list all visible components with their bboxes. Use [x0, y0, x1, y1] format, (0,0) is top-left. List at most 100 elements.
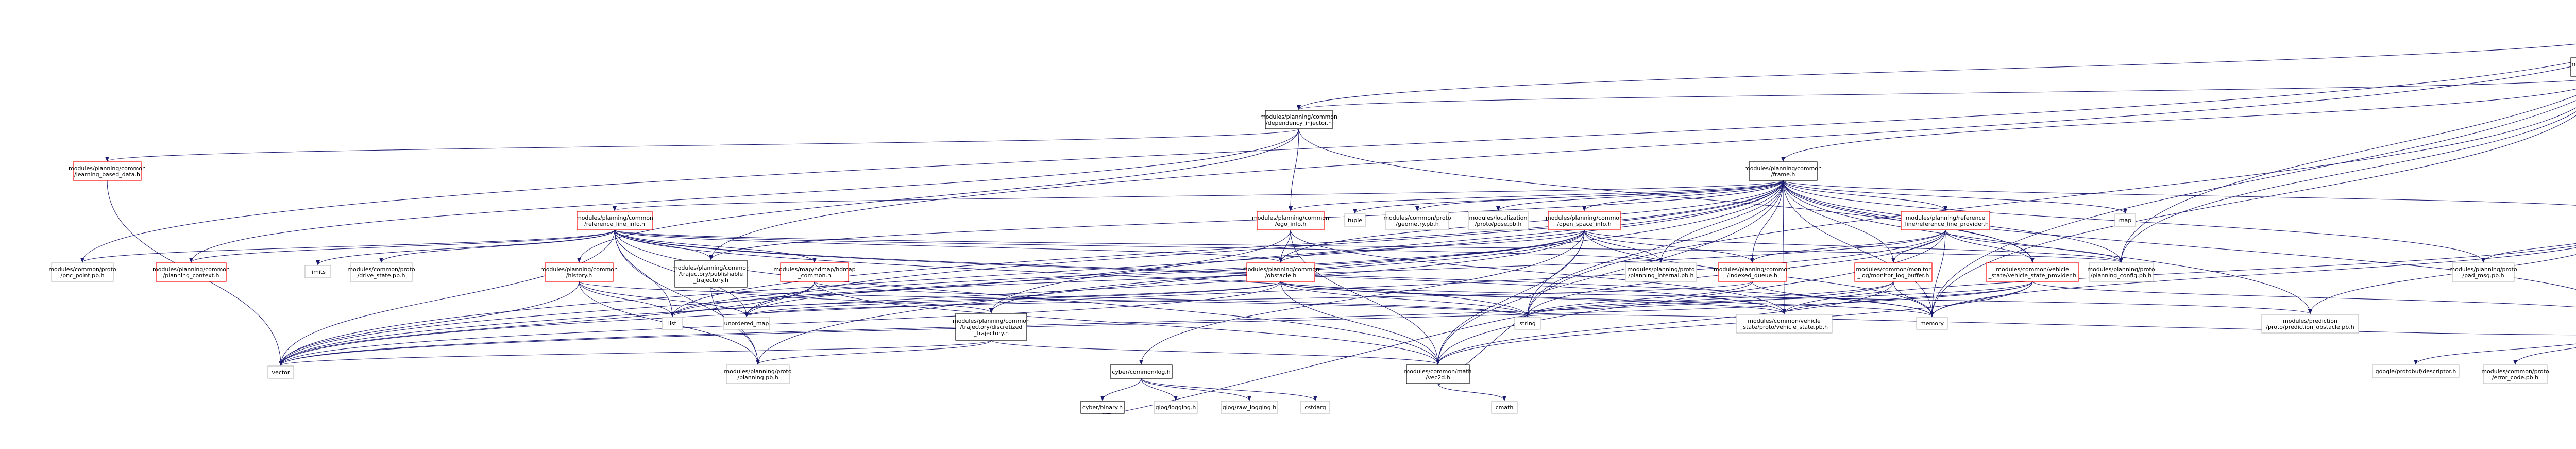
edge-n1-to-n2	[1297, 80, 2576, 110]
node-modules-planning-common-obstacle-h[interactable]: modules/planning/common/obstacle.h	[1242, 262, 1319, 282]
edge-n13-to-n33	[1782, 245, 2576, 314]
node-modules-planning-reference-line-reference-line-provider-h[interactable]: modules/planning/reference_line/referenc…	[1901, 211, 1990, 230]
node-label-line: /planning.pb.h	[737, 374, 778, 381]
edge-n4-to-n31	[989, 180, 1784, 313]
node-google-protobuf-descriptor-h[interactable]: google/protobuf/descriptor.h	[2372, 364, 2460, 378]
node-label-line: modules/planning/common	[69, 165, 146, 172]
node-tuple[interactable]: tuple	[1344, 213, 1366, 227]
node-modules-common-proto-geometry-pb-h[interactable]: modules/common/proto/geometry.pb.h	[1383, 211, 1451, 230]
node-box	[1080, 401, 1125, 414]
node-label: tuple	[1348, 217, 1362, 224]
node-box	[1406, 364, 1470, 384]
edge-n41-to-n32	[1102, 311, 1530, 414]
edge-n4-to-n23	[1750, 180, 1784, 263]
node-modules-planning-common-trajectory-publishable-trajectory-h[interactable]: modules/planning/common/trajectory/publi…	[672, 260, 750, 288]
node-box	[156, 262, 227, 282]
node-modules-common-proto-pnc-point-pb-h[interactable]: modules/common/proto/pnc_point.pb.h	[48, 262, 116, 282]
node-label-line: modules/common/proto	[1383, 214, 1451, 221]
edge-n5-to-n22	[614, 229, 1663, 263]
node-modules-planning-proto-pad-msg-pb-h[interactable]: modules/planning/proto/pad_msg.pb.h	[2449, 262, 2517, 282]
node-modules-common-math-vec2d-h[interactable]: modules/common/math/vec2d.h	[1404, 364, 1472, 384]
node-modules-planning-common-frame-h[interactable]: modules/planning/common/frame.h	[1744, 161, 1822, 181]
node-modules-planning-proto-planning-config-pb-h[interactable]: modules/planning/proto/planning_config.p…	[2087, 262, 2155, 282]
node-label: modules/common/monitor_log/monitor_log_b…	[1856, 266, 1931, 279]
node-modules-planning-common-history-h[interactable]: modules/planning/common/history.h	[540, 262, 618, 282]
node-box	[2089, 262, 2154, 282]
node-modules-planning-common-trajectory-discretized-trajectory-h[interactable]: modules/planning/common/trajectory/discr…	[953, 313, 1030, 341]
node-box	[1300, 401, 1330, 414]
node-box	[780, 262, 849, 282]
node-modules-planning-common-ego-info-h[interactable]: modules/planning/common/ego_info.h	[1252, 211, 1329, 230]
edge-n5-to-n38	[614, 229, 760, 365]
node-string[interactable]: string	[1514, 317, 1541, 330]
node-modules-common-vehicle-state-proto-vehicle-state-pb-h[interactable]: modules/common/vehicle_state/proto/vehic…	[1736, 314, 1833, 334]
node-box	[51, 262, 114, 282]
edge-n10-to-n30	[744, 229, 1585, 317]
edge-n21-to-n33	[1280, 281, 1786, 314]
edge-n4-to-n29	[670, 180, 1784, 317]
edge-n4-to-n30	[744, 180, 1784, 317]
node-label-line: /planning_internal.pb.h	[1628, 272, 1693, 279]
node-label-line: modules/planning/proto	[724, 368, 791, 375]
node-glog-raw-logging-h[interactable]: glog/raw_logging.h	[1221, 401, 1278, 414]
node-label: modules/planning/common/learning_based_d…	[69, 165, 146, 178]
node-modules-map-hdmap-hdmap-common-h[interactable]: modules/map/hdmap/hdmap_common.h	[773, 262, 856, 282]
node-modules-prediction-proto-prediction-obstacle-pb-h[interactable]: modules/prediction/proto/prediction_obst…	[2261, 314, 2359, 334]
node-modules-planning-common-dependency-injector-h[interactable]: modules/planning/common/dependency_injec…	[1260, 110, 1337, 129]
node-modules-common-monitor-log-monitor-log-buffer-h[interactable]: modules/common/monitor_log/monitor_log_b…	[1854, 262, 1933, 282]
node-box	[2372, 364, 2460, 378]
node-modules-common-vehicle-state-vehicle-state-provider-h[interactable]: modules/common/vehicle_state/vehicle_sta…	[1986, 262, 2079, 282]
edge-n18-to-n37	[279, 281, 580, 366]
node-modules-planning-tasks-task-h[interactable]: modules/planning/tasks/task.h	[2570, 57, 2576, 77]
edge-n18-to-n30	[579, 281, 749, 317]
node-label-line: string	[1519, 320, 1536, 327]
node-box	[1749, 161, 1818, 181]
node-label-line: cmath	[1496, 404, 1514, 411]
node-modules-common-proto-drive-state-pb-h[interactable]: modules/common/proto/drive_state.pb.h	[347, 262, 415, 282]
node-modules-planning-common-learning-based-data-h[interactable]: modules/planning/common/learning_based_d…	[69, 161, 146, 181]
edge-n5-to-n33	[614, 229, 1786, 314]
edge-n5-to-n15	[189, 229, 615, 263]
node-unordered-map[interactable]: unordered_map	[723, 317, 770, 330]
node-cyber-binary-h[interactable]: cyber/binary.h	[1080, 401, 1125, 414]
node-box	[1548, 211, 1621, 230]
node-vector[interactable]: vector	[267, 365, 294, 379]
node-label: map	[2119, 217, 2131, 224]
node-box	[1221, 401, 1278, 414]
node-modules-planning-proto-planning-pb-h[interactable]: modules/planning/proto/planning.pb.h	[724, 364, 792, 384]
edge-n4-to-n33	[1782, 180, 1786, 314]
node-label: modules/common/proto/geometry.pb.h	[1383, 214, 1451, 227]
node-label-line: modules/planning/common	[1242, 266, 1319, 273]
node-label: modules/common/vehicle_state/vehicle_sta…	[1988, 266, 2076, 279]
node-label-line: /error_code.pb.h	[2492, 374, 2538, 381]
node-modules-planning-common-planning-context-h[interactable]: modules/planning/common/planning_context…	[152, 262, 230, 282]
node-glog-logging-h[interactable]: glog/logging.h	[1154, 401, 1198, 414]
node-modules-planning-common-open-space-info-h[interactable]: modules/planning/common/open_space_info.…	[1546, 211, 1623, 230]
edge-n4-to-n24	[1783, 180, 1895, 263]
edge-n11-to-n25	[1945, 229, 2035, 263]
edge-n5-to-n26	[614, 229, 2123, 263]
node-cyber-common-log-h[interactable]: cyber/common/log.h	[1110, 364, 1173, 379]
edge-n31-to-n38	[756, 340, 992, 365]
edge-n4-to-n22	[1659, 180, 1784, 263]
node-modules-planning-common-reference-line-info-h[interactable]: modules/planning/common/reference_line_i…	[576, 211, 653, 230]
node-modules-planning-common-indexed-queue-h[interactable]: modules/planning/common/indexed_queue.h	[1714, 262, 1791, 282]
edge-n4-to-n8	[1415, 180, 1784, 211]
node-cmath[interactable]: cmath	[1491, 401, 1518, 414]
node-map[interactable]: map	[2114, 213, 2136, 227]
node-list[interactable]: list	[662, 317, 683, 330]
node-limits[interactable]: limits	[304, 265, 331, 278]
node-memory[interactable]: memory	[1916, 317, 1948, 330]
node-box	[1385, 211, 1449, 230]
node-box	[2452, 262, 2515, 282]
node-cstdarg[interactable]: cstdarg	[1300, 401, 1330, 414]
edge-n18-to-n29	[579, 281, 674, 317]
edge-n5-to-n17	[379, 229, 615, 263]
edge-n23-to-n32	[1526, 281, 1753, 317]
node-modules-common-proto-error-code-pb-h[interactable]: modules/common/proto/error_code.pb.h	[2481, 364, 2549, 384]
node-modules-localization-proto-pose-pb-h[interactable]: modules/localization/proto/pose.pb.h	[1468, 211, 1529, 230]
node-label-line: _trajectory.h	[973, 330, 1009, 337]
node-label-line: modules/planning/proto	[1627, 266, 1694, 273]
node-modules-planning-proto-planning-internal-pb-h[interactable]: modules/planning/proto/planning_internal…	[1625, 262, 1697, 282]
